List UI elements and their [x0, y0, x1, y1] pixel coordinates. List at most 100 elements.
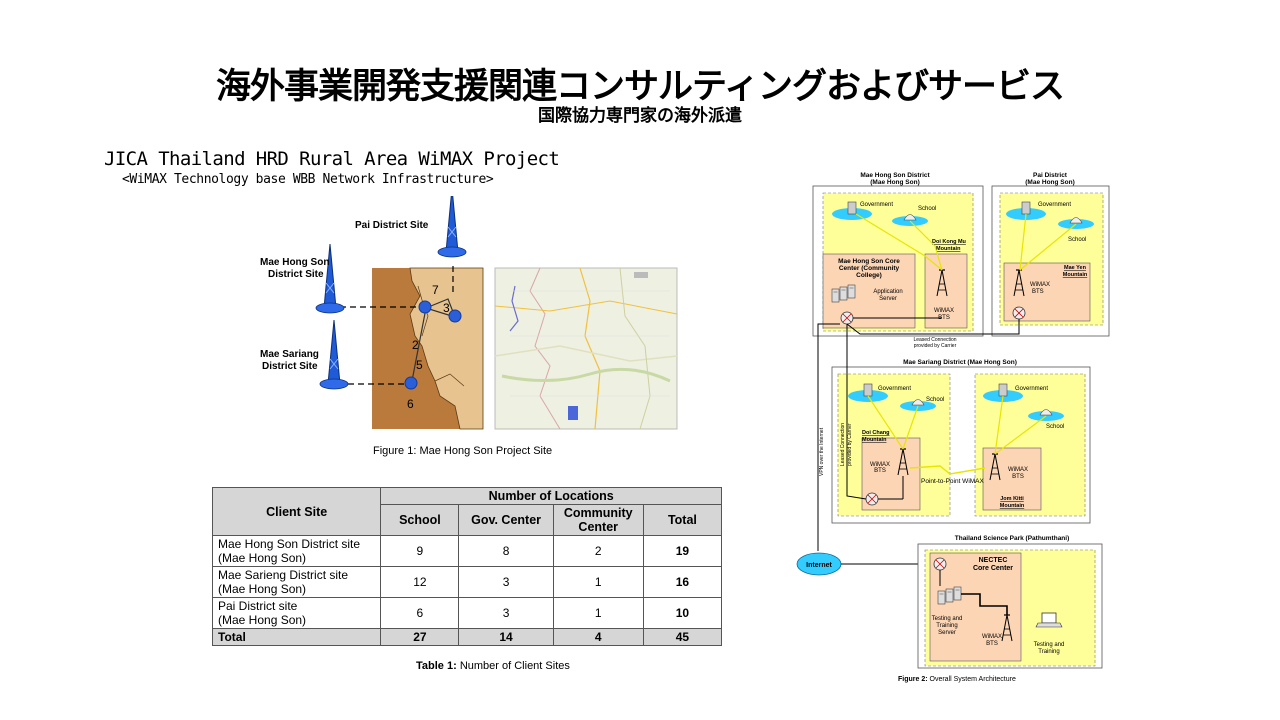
server-icon [831, 288, 840, 303]
svg-text:Mae Sariang District (Mae Hong: Mae Sariang District (Mae Hong Son) [903, 359, 1017, 366]
svg-text:Leased Connection: Leased Connection [840, 423, 846, 466]
site-marker [448, 309, 462, 323]
map-number: 3 [443, 301, 450, 315]
table-cell: Pai District site(Mae Hong Son) [211, 597, 382, 629]
road-map [494, 267, 678, 430]
table-total-row: Total 27 14 4 45 [211, 628, 723, 646]
svg-text:School: School [1068, 237, 1086, 243]
map-number: 5 [416, 358, 423, 372]
server-icon [847, 284, 856, 299]
table-header: Total [642, 504, 723, 536]
table-cell: 45 [642, 628, 723, 646]
svg-text:Mae Hong Son Core: Mae Hong Son Core [838, 258, 900, 265]
site-marker [418, 300, 432, 314]
table-cell: 19 [642, 535, 723, 567]
svg-text:WiMAX: WiMAX [870, 462, 890, 468]
table-cell: 27 [380, 628, 460, 646]
tower-icon [319, 319, 349, 390]
laptop-icon [1035, 612, 1063, 628]
client-sites-table: Client Site Number of Locations School G… [211, 487, 723, 646]
svg-text:(Mae Hong Son): (Mae Hong Son) [870, 179, 919, 186]
svg-text:WiMAX: WiMAX [934, 308, 954, 314]
server-icon [937, 590, 946, 605]
svg-text:Testing and: Testing and [932, 616, 963, 622]
svg-text:Core Center: Core Center [973, 565, 1013, 572]
map-number: 7 [432, 283, 439, 297]
site-label-mhs: District Site [268, 269, 324, 280]
table-caption: Table 1: Number of Client Sites [416, 660, 570, 672]
svg-text:WiMAX: WiMAX [1030, 282, 1050, 288]
svg-text:Government: Government [1038, 202, 1071, 208]
table-cell: 10 [642, 597, 723, 629]
svg-text:Leased Connection: Leased Connection [913, 337, 956, 343]
svg-text:Application: Application [873, 289, 902, 295]
page-title: 海外事業開発支援関連コンサルティングおよびサービス [216, 67, 1065, 107]
svg-text:Thailand Science Park (Pathumt: Thailand Science Park (Pathumthani) [955, 535, 1070, 542]
svg-text:Government: Government [1015, 386, 1048, 392]
svg-text:Mae Yen: Mae Yen [1064, 265, 1087, 271]
svg-text:Pai District: Pai District [1033, 172, 1068, 179]
site-label-mhs: Mae Hong Son [260, 257, 329, 268]
server-icon [945, 588, 954, 603]
svg-text:BTS: BTS [938, 315, 950, 321]
table-cell: Mae Sarieng District site(Mae Hong Son) [211, 566, 382, 598]
svg-text:VPN over the Internet: VPN over the Internet [819, 427, 825, 476]
table-cell: Mae Hong Son District site(Mae Hong Son) [211, 535, 382, 567]
map-number: 6 [407, 397, 414, 411]
table-cell: 12 [380, 566, 460, 598]
svg-text:Mountain: Mountain [1000, 503, 1025, 509]
table-cell: Total [211, 628, 382, 646]
svg-text:Training: Training [936, 623, 957, 629]
table-cell: 4 [552, 628, 644, 646]
figure2-caption: Figure 2: Overall System Architecture [898, 676, 1016, 683]
svg-text:BTS: BTS [874, 468, 886, 474]
table-cell: 3 [458, 566, 554, 598]
table-row: Pai District site(Mae Hong Son) 6 3 1 10 [211, 597, 723, 629]
router-icon [933, 557, 947, 571]
page-subtitle: 国際協力専門家の海外派遣 [538, 106, 742, 126]
table-cell: 14 [458, 628, 554, 646]
svg-text:Center (Community: Center (Community [839, 265, 900, 272]
figure2-architecture: Mae Hong Son District (Mae Hong Son) Gov… [796, 172, 1110, 669]
table-cell: 16 [642, 566, 723, 598]
table-header: School [380, 504, 460, 536]
map-number: 2 [412, 338, 419, 352]
table-cell: 8 [458, 535, 554, 567]
svg-text:School: School [1046, 424, 1064, 430]
table-row: Mae Sarieng District site(Mae Hong Son) … [211, 566, 723, 598]
svg-text:BTS: BTS [1032, 289, 1044, 295]
svg-text:NECTEC: NECTEC [979, 557, 1008, 564]
site-label-pai: Pai District Site [355, 220, 429, 231]
svg-text:Mountain: Mountain [936, 246, 961, 252]
tower-icon [437, 196, 467, 258]
table-cell: 1 [552, 566, 644, 598]
svg-text:BTS: BTS [986, 641, 998, 647]
site-label-ms: Mae Sariang [260, 349, 319, 360]
table-cell: 3 [458, 597, 554, 629]
svg-text:Mountain: Mountain [862, 437, 887, 443]
svg-text:College): College) [856, 272, 882, 279]
router-icon [1012, 306, 1026, 320]
svg-text:WiMAX: WiMAX [1008, 467, 1028, 473]
table-cell: 2 [552, 535, 644, 567]
svg-text:Government: Government [860, 202, 893, 208]
svg-text:(Mae Hong Son): (Mae Hong Son) [1025, 179, 1074, 186]
server-icon [839, 286, 848, 301]
svg-text:Jom Kitti: Jom Kitti [1000, 496, 1024, 502]
table-cell: 1 [552, 597, 644, 629]
project-subtitle: <WiMAX Technology base WBB Network Infra… [122, 172, 494, 187]
figure1-caption: Figure 1: Mae Hong Son Project Site [373, 445, 553, 457]
server-icon [953, 586, 962, 601]
svg-text:provided by Carrier: provided by Carrier [847, 423, 853, 466]
svg-text:Government: Government [878, 386, 911, 392]
svg-text:School: School [926, 397, 944, 403]
router-icon [865, 492, 879, 506]
svg-text:Testing and: Testing and [1034, 642, 1065, 648]
svg-text:BTS: BTS [1012, 474, 1024, 480]
svg-text:Mountain: Mountain [1063, 272, 1088, 278]
table-header: Gov. Center [458, 504, 554, 536]
router-icon [840, 311, 854, 325]
table-header: Number of Locations [380, 487, 722, 505]
svg-text:Server: Server [879, 296, 897, 302]
table-header: Community Center [552, 504, 644, 536]
